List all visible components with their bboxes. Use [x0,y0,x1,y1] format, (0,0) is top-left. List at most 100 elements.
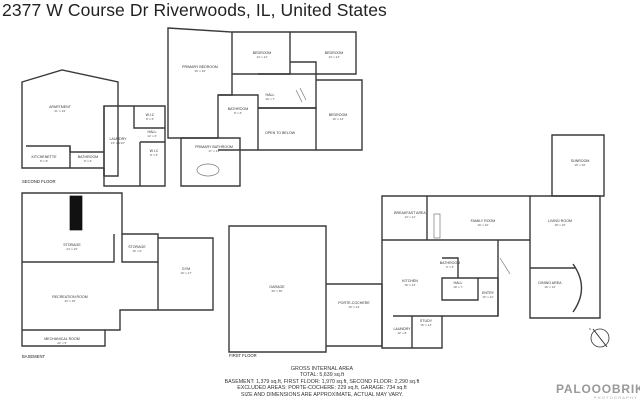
area-floors: BASEMENT: 1,379 sq.ft, FIRST FLOOR: 1,97… [224,378,420,385]
logo-subtext: PHOTOGRAPHY [593,395,638,400]
room-name: BEDROOM [253,51,272,55]
living-room-outline [529,195,601,319]
room-dim: 13' x 11' [404,215,416,219]
primary-bathroom-outline [180,137,241,187]
room-name: LAUNDRY [109,137,127,141]
room-name: PORTE-COCHERE [338,301,370,305]
room-name: RECREATION ROOM [52,295,87,299]
room-dim: 8' x 8' [40,159,48,163]
room-dim: 8' x 6' [84,159,92,163]
room-name: MECHANICAL ROOM [44,337,80,341]
storage-big-walls [22,234,115,263]
storage-small-walls [121,234,159,263]
primary-bedroom-outline [167,27,233,139]
room-dim: 24' x 19' [66,247,78,251]
room-name: GARAGE [269,285,285,289]
room-name: HALL [148,130,157,134]
room-dim: 34' x 15' [64,299,76,303]
room-name: W.I.C [150,149,159,153]
garage-outline [228,225,327,353]
room-name: PRIMARY BATHROOM [195,145,233,149]
room-dim: 14' x 12' [256,55,268,59]
dining-bay [572,263,583,313]
room-dim: 13' x 13' [328,55,340,59]
room-name: KITCHENETTE [32,155,58,159]
room-dim: 30' x 30' [271,289,283,293]
room-dim: 18' x 15' [554,223,566,227]
room-name: BREAKFAST AREA [394,211,426,215]
room-dim: 15' x 13' [420,323,432,327]
room-name: GYM [182,267,190,271]
sunroom-outline [551,134,605,197]
bedroom-2-outline [290,31,357,75]
room-name: BEDROOM [329,113,348,117]
wic-upper-walls [133,106,165,129]
room-name: ENTRY [482,291,495,295]
room-name: KITCHEN [402,279,418,283]
laundry-study-walls [393,315,442,348]
room-name: APARTMENT [49,105,72,109]
second-floor-label: SECOND FLOOR [22,179,56,184]
room-name: HALL [454,281,463,285]
porte-cochere-outline [326,283,383,347]
room-name: LIVING ROOM [548,219,572,223]
room-dim: 16' x 13' [404,283,416,287]
room-dim: 19' x 17' [180,271,192,275]
room-name: HALL [266,93,275,97]
bathtub-icon [196,163,220,177]
room-name: SUNROOM [571,159,590,163]
area-total: TOTAL: 5,639 sq.ft [299,372,345,379]
room-dim: 10' x 7' [453,285,463,289]
hall-1f-outline [441,277,479,301]
room-name: BATHROOM [78,155,99,159]
room-name: PRIMARY BEDROOM [182,65,218,69]
room-name: LAUNDRY [393,327,411,331]
photographer-logo: PALOOOBRIK PHOTOGRAPHY [556,382,640,400]
room-dim: 6' x 5' [446,265,454,269]
room-dim: 15' x 10' [574,163,586,167]
compass-label: N [589,327,591,331]
bathroom-1f-outline [442,257,459,278]
room-dim: 16' x 13' [544,285,556,289]
room-name: W.I.C [146,113,155,117]
open-below-outline [258,107,317,151]
room-name: STUDY [420,319,433,323]
room-dim: 19' x 16' [477,223,489,227]
laundry-block-outline [103,105,166,187]
area-disclaimer: SIZE AND DIMENSIONS ARE APPROXIMATE, ACT… [240,391,404,398]
room-dim: 14' x 3' [147,134,157,138]
room-name: FAMILY ROOM [471,219,496,223]
logo-text: PALOOOBRIK [556,382,640,396]
room-dim: 16' x 14' [348,305,360,309]
bedroom-3-outline [316,79,363,151]
apartment-outline [21,69,119,177]
entry-outline [478,277,499,316]
area-excluded: EXCLUDED AREAS: PORTE-COCHERE: 229 sq.ft… [237,385,407,392]
room-name: BATHROOM [440,261,461,265]
bathroom-2f-outline [218,94,259,151]
room-name: STORAGE [128,245,146,249]
floor-plan-walls [21,27,605,353]
room-dim: 17' x 13' [208,149,220,153]
stair-lines-2f [295,87,307,103]
room-dim: 8' x 6' [234,111,242,115]
room-dim: 19' x 7' [265,97,275,101]
area-heading: GROSS INTERNAL AREA [290,366,354,372]
room-dim: 21' x 19' [54,109,66,113]
kitchen-island [433,213,441,239]
room-labels: APARTMENT 21' x 19' KITCHENETTE 8' x 8' … [32,51,590,345]
room-dim: 8' x 5' [150,153,158,157]
room-name: DINING AREA [538,281,562,285]
first-floor-label: FIRST FLOOR [229,353,257,358]
room-dim: 8' x 6' [146,117,154,121]
floor-plan-details [69,87,511,275]
wic-lower-walls [139,141,165,186]
storage-block [69,195,83,231]
room-dim: 19' x 16' [194,69,206,73]
room-dim: 15' x 9'10" [111,141,125,145]
room-dim: 22' x 5' [57,341,67,345]
apartment-bath-walls [69,146,104,153]
room-name: STORAGE [63,243,81,247]
basement-label: BASEMENT [22,354,45,359]
stair-lines-1f [499,257,511,275]
